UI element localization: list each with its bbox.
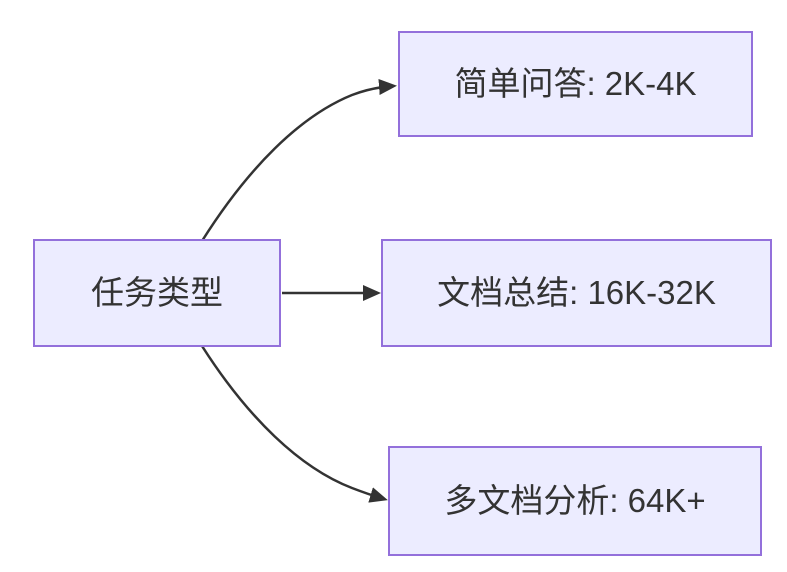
node-task-type: 任务类型 bbox=[33, 239, 281, 347]
node-simple-qa-label: 简单问答: 2K-4K bbox=[454, 65, 697, 103]
node-doc-summary: 文档总结: 16K-32K bbox=[381, 239, 772, 347]
node-multi-doc-analysis: 多文档分析: 64K+ bbox=[388, 446, 762, 556]
node-doc-summary-label: 文档总结: 16K-32K bbox=[437, 274, 716, 312]
edge-root-to-simple-qa bbox=[200, 79, 397, 242]
node-multi-doc-analysis-label: 多文档分析: 64K+ bbox=[444, 482, 706, 520]
edge-root-to-multi-doc bbox=[200, 345, 388, 503]
node-simple-qa: 简单问答: 2K-4K bbox=[398, 31, 753, 137]
node-task-type-label: 任务类型 bbox=[91, 274, 223, 312]
